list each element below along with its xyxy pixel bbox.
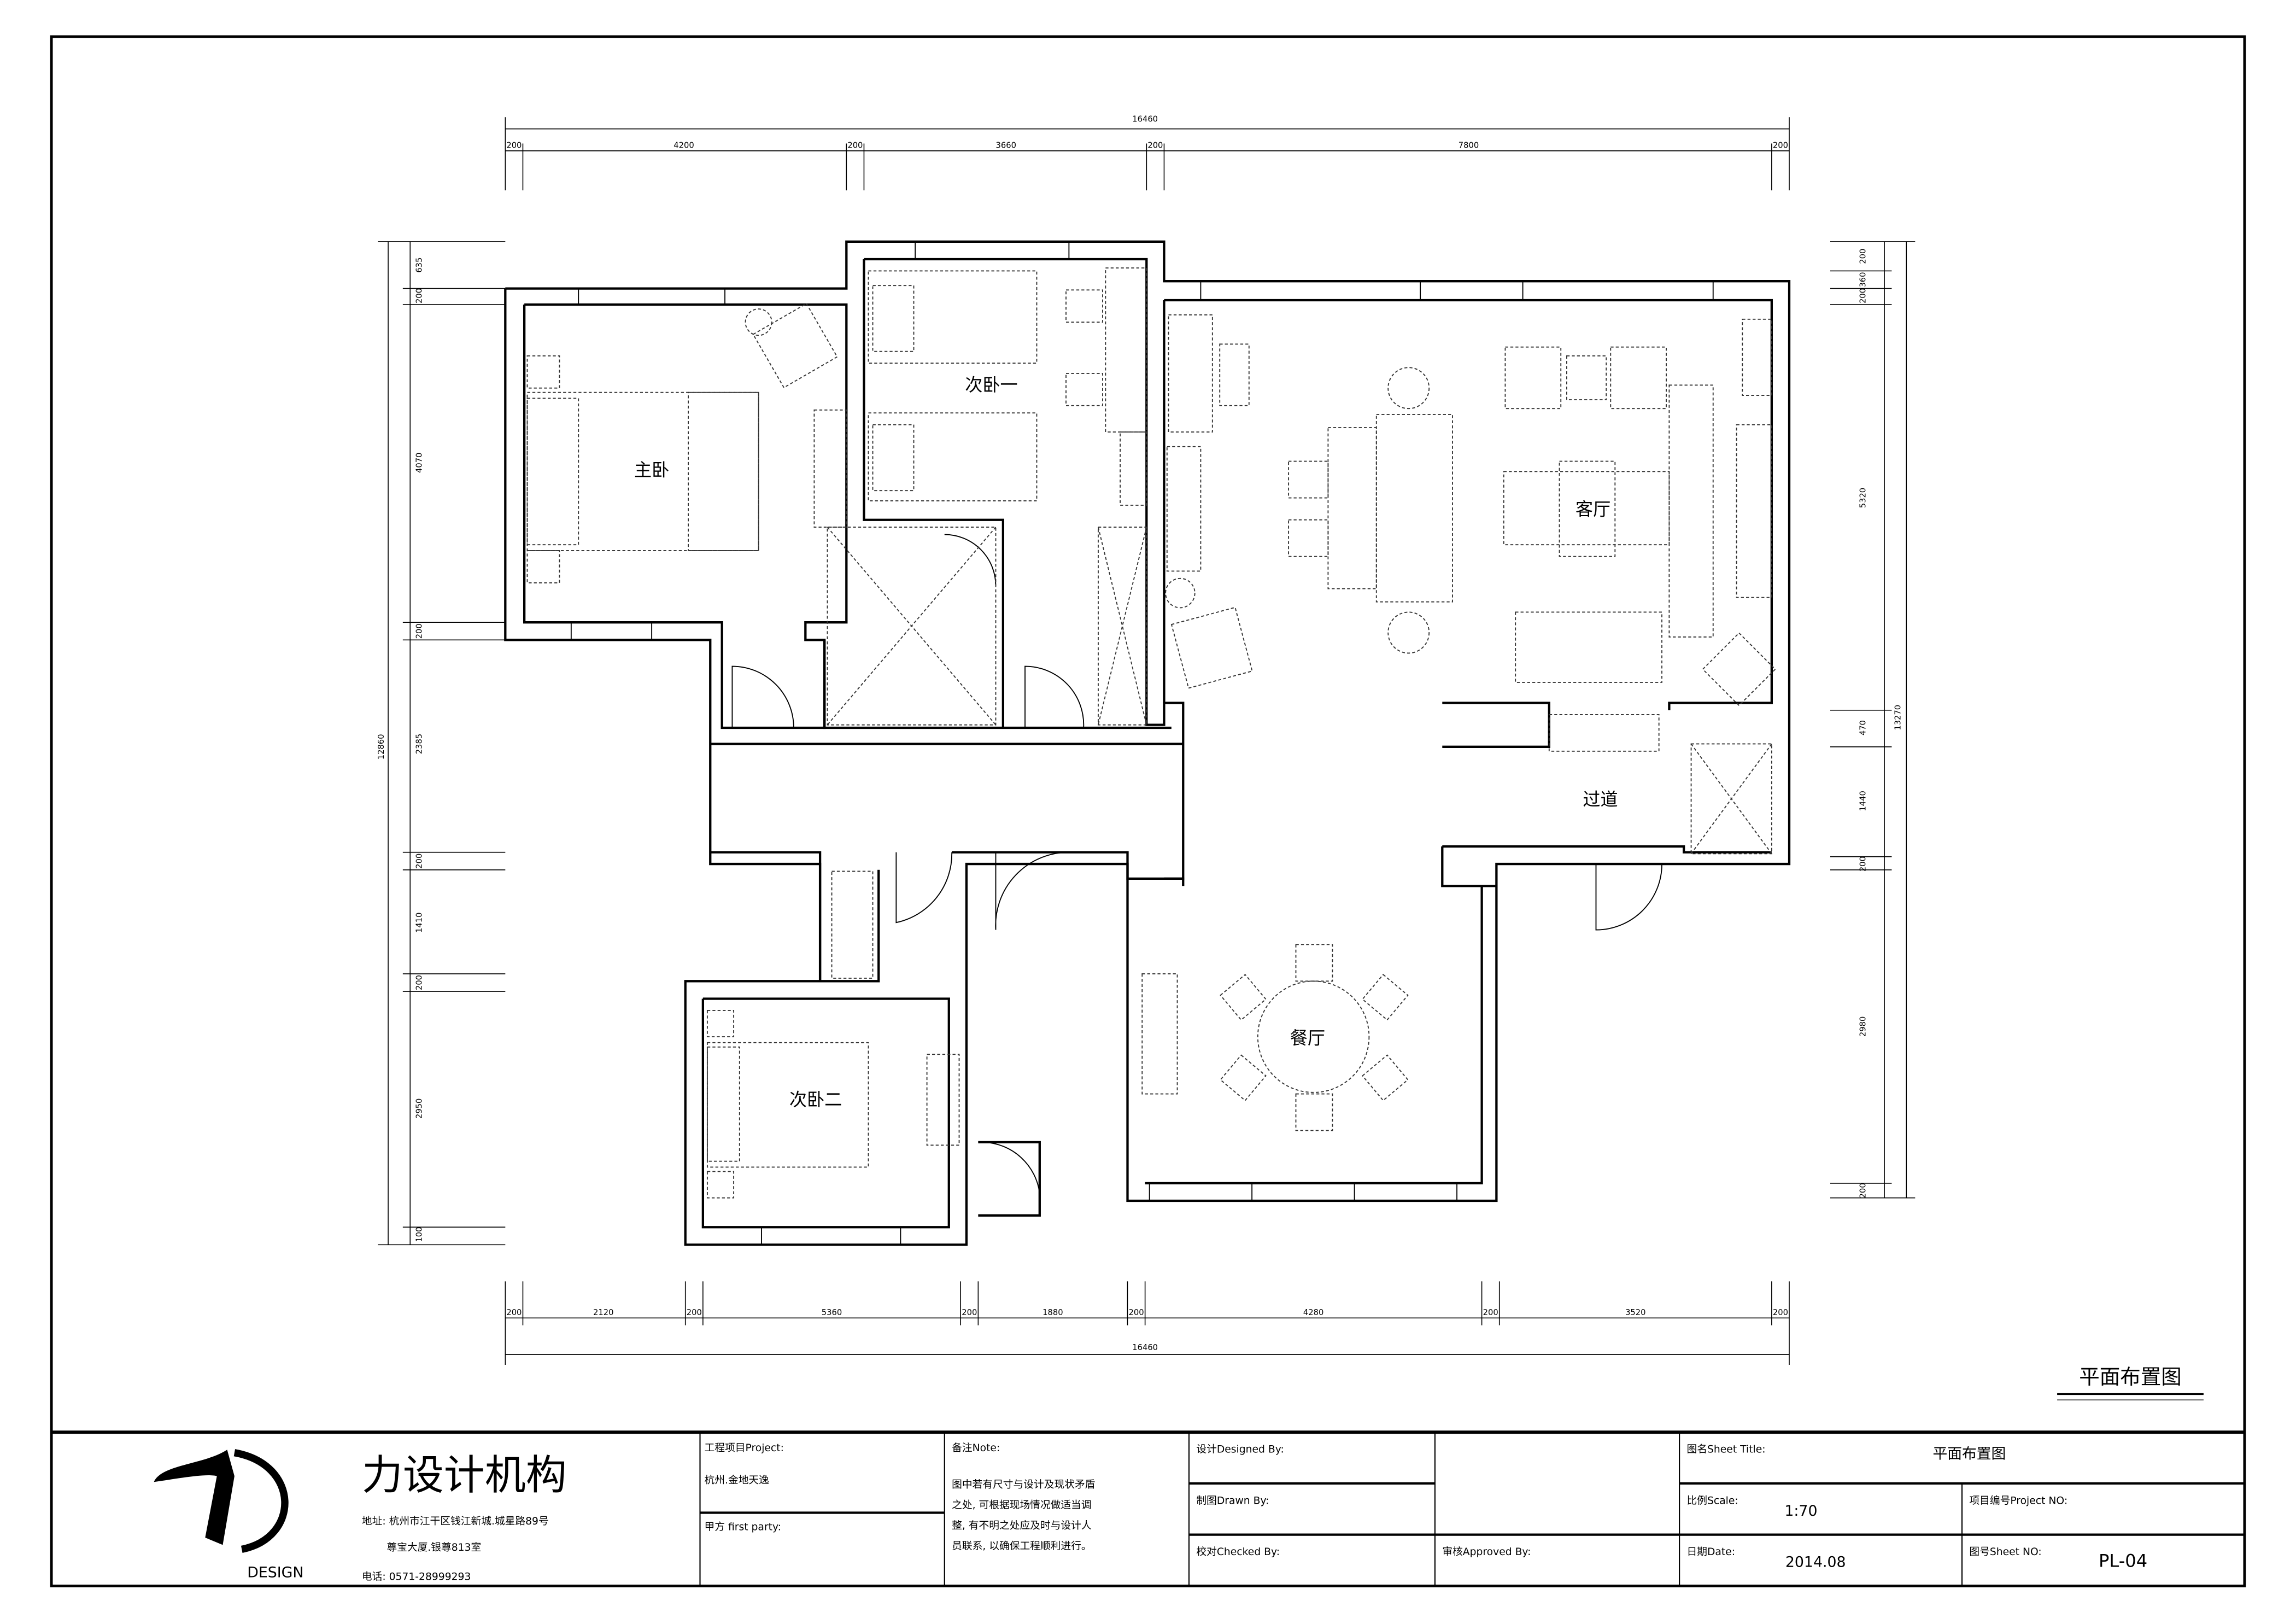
logo-text: DESIGN	[247, 1564, 303, 1581]
project-value: 杭州.金地天逸	[705, 1475, 770, 1486]
sheet-title-value: 平面布置图	[1932, 1445, 2006, 1462]
dim-top: 200	[1773, 141, 1788, 150]
walls	[504, 240, 1791, 1246]
dimension-top: 16460 200 4200 200 3660 200 7800 200	[505, 114, 1790, 191]
dimension-right: 200 360 200 5320 470 1440 200 2980 200 1…	[1830, 241, 1916, 1199]
dim-right: 470	[1858, 720, 1867, 735]
dim-left: 200	[415, 623, 424, 639]
drawing-border	[50, 35, 2246, 1587]
company-phone: 电话: 0571-28999293	[362, 1572, 471, 1583]
sheet-no-value: PL-04	[2099, 1551, 2147, 1572]
room-label-corridor: 过道	[1583, 789, 1618, 810]
dim-right-total: 13270	[1894, 705, 1903, 731]
dim-right: 2980	[1858, 1017, 1867, 1037]
dim-top: 3660	[995, 141, 1016, 150]
dim-top: 200	[506, 141, 522, 150]
windows	[570, 241, 1714, 1246]
dim-left: 635	[415, 258, 424, 273]
dim-bottom: 200	[1773, 1308, 1788, 1317]
dim-right: 200	[1858, 288, 1867, 303]
note-line: 之处, 可根据现场情况做适当调	[952, 1499, 1091, 1511]
room-label-bedroom-1: 次卧一	[965, 375, 1017, 395]
dim-left: 200	[415, 854, 424, 869]
checked-by-label: 校对Checked By:	[1196, 1546, 1280, 1558]
client-label: 甲方 first party:	[705, 1522, 781, 1533]
dim-right: 200	[1858, 249, 1867, 264]
dim-right: 5320	[1858, 488, 1867, 508]
room-label-dining-room: 餐厅	[1290, 1027, 1325, 1048]
project-no-label: 项目编号Project NO:	[1969, 1495, 2067, 1506]
dim-top: 200	[847, 141, 863, 150]
note-line: 整, 有不明之处应及时与设计人	[952, 1520, 1092, 1532]
dim-left: 4070	[415, 453, 424, 473]
dim-bottom-total: 16460	[1132, 1343, 1158, 1352]
company-logo: DESIGN	[154, 1449, 303, 1581]
date-label: 日期Date:	[1687, 1546, 1736, 1558]
project-label: 工程项目Project:	[705, 1442, 784, 1454]
note-line: 员联系, 以确保工程顺利进行。	[952, 1540, 1091, 1552]
company-address-2: 尊宝大厦.银尊813室	[386, 1542, 481, 1553]
dim-left: 2385	[415, 734, 424, 754]
dim-bottom: 4280	[1303, 1308, 1323, 1317]
dimension-bottom: 200 2120 200 5360 200 1880 200 4280 200 …	[505, 1281, 1790, 1365]
sheet-label: 平面布置图	[2079, 1365, 2181, 1389]
dimension-left: 635 200 4070 200 2385 200 1410 200 2950 …	[377, 241, 506, 1246]
dim-left: 1410	[415, 912, 424, 932]
dim-left-total: 12860	[377, 734, 386, 760]
scale-value: 1:70	[1784, 1503, 1817, 1520]
dim-right: 1440	[1858, 791, 1867, 811]
company-address-1: 地址: 杭州市江干区钱江新城.城星路89号	[362, 1516, 549, 1527]
dim-right: 200	[1858, 1183, 1867, 1198]
dim-bottom: 200	[687, 1308, 702, 1317]
dim-bottom: 1880	[1042, 1308, 1063, 1317]
doors	[731, 534, 1662, 1194]
designed-by-label: 设计Designed By:	[1196, 1444, 1284, 1456]
room-label-master-bedroom: 主卧	[634, 459, 669, 480]
dim-left: 2950	[415, 1099, 424, 1119]
dim-bottom: 200	[1483, 1308, 1498, 1317]
furniture	[526, 267, 1776, 1199]
dim-right: 360	[1858, 272, 1867, 287]
room-label-living-room: 客厅	[1575, 499, 1610, 520]
sheet-title-label: 图名Sheet Title:	[1687, 1444, 1766, 1456]
drawn-by-label: 制图Drawn By:	[1196, 1495, 1269, 1506]
dim-top: 200	[1147, 141, 1163, 150]
dim-bottom: 3520	[1625, 1308, 1645, 1317]
dim-bottom: 200	[962, 1308, 977, 1317]
date-value: 2014.08	[1785, 1554, 1846, 1571]
dim-bottom: 5360	[822, 1308, 842, 1317]
title-block: DESIGN 力设计机构 地址: 杭州市江干区钱江新城.城星路89号 尊宝大厦.…	[51, 1430, 2245, 1586]
dim-left: 200	[415, 975, 424, 990]
dim-bottom: 2120	[593, 1308, 613, 1317]
sheet-no-label: 图号Sheet NO:	[1969, 1546, 2041, 1558]
dim-top: 7800	[1459, 141, 1479, 150]
note-line: 图中若有尺寸与设计及现状矛盾	[952, 1479, 1095, 1491]
company-name: 力设计机构	[362, 1451, 567, 1499]
dim-top: 4200	[673, 141, 694, 150]
dim-left: 200	[415, 288, 424, 303]
dim-bottom: 200	[506, 1308, 522, 1317]
scale-label: 比例Scale:	[1687, 1495, 1738, 1506]
dim-top-total: 16460	[1132, 114, 1158, 124]
dim-left: 100	[415, 1227, 424, 1242]
note-label: 备注Note:	[952, 1442, 1000, 1454]
dim-right: 200	[1858, 856, 1867, 872]
approved-by-label: 审核Approved By:	[1442, 1546, 1531, 1558]
dim-bottom: 200	[1129, 1308, 1144, 1317]
room-label-bedroom-2: 次卧二	[789, 1089, 842, 1110]
